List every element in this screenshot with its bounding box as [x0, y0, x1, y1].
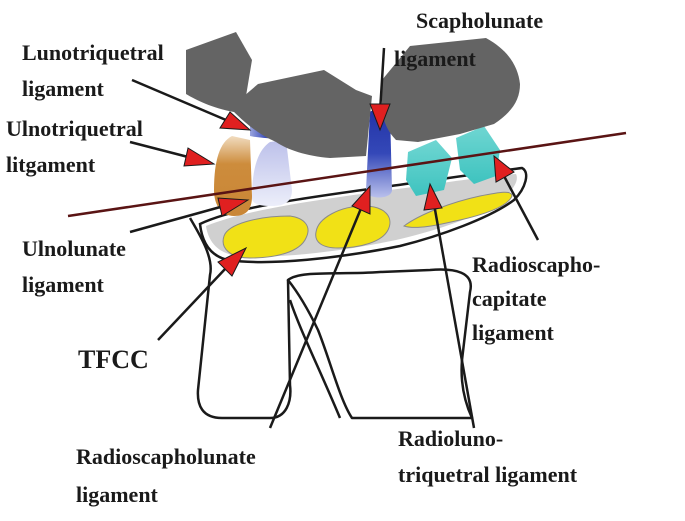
label-ulnotriquetral-line1: Ulnotriquetral: [6, 116, 143, 141]
leader-radioscapholunate: [268, 205, 364, 429]
scaphoid-bone: [382, 38, 520, 142]
scaphoid-fossa: [402, 191, 513, 228]
arrow-head-ulnolunate: [217, 197, 250, 217]
labels: Scapholunate ligament Lunotriquetral lig…: [6, 8, 600, 507]
leader-scapholunate: [378, 47, 386, 113]
arrow-head-radioscaphocapitate: [493, 154, 515, 183]
arrow-head-lunotriquetral: [219, 111, 252, 131]
label-lunotriquetral-line2: ligament: [22, 76, 105, 101]
label-radiolunotriquetral-line2: triquetral ligament: [398, 462, 578, 487]
arrow-head-tfcc: [217, 246, 248, 277]
arrow-head-ulnotriquetral: [183, 147, 216, 167]
forearm-bones-outline: [188, 217, 474, 420]
label-scapholunate-line2: ligament: [394, 46, 477, 71]
leader-radiolunotriquetral: [432, 203, 476, 429]
carpal-bones: [186, 32, 520, 158]
leader-ulnolunate: [129, 204, 225, 234]
leader-lines: [129, 47, 540, 429]
triquetrum-bone: [186, 32, 252, 112]
leader-lunotriquetral: [131, 78, 227, 122]
label-radioscapholunate-line1: Radioscapholunate: [76, 444, 256, 469]
arrow-head-scapholunate: [369, 103, 391, 132]
label-radioscapholunate-line2: ligament: [76, 482, 159, 507]
label-ulnotriquetral-line2: litgament: [6, 152, 96, 177]
arrow-head-radiolunotriquetral: [423, 182, 443, 211]
radius-outline: [286, 268, 474, 420]
leader-tfcc: [157, 267, 227, 341]
ulna-outline: [188, 217, 292, 420]
radioscaphocapitate-ligament-band-1: [406, 140, 452, 196]
articular-surface: [198, 166, 528, 264]
label-scapholunate-line1: Scapholunate: [416, 8, 543, 33]
lunate-bone: [230, 70, 372, 158]
scapholunate-ligament-shape: [366, 109, 392, 198]
label-ulnolunate-line1: Ulnolunate: [22, 236, 126, 261]
ulnolunate-ligament-shape: [252, 140, 292, 206]
leader-radioscaphocapitate: [502, 175, 540, 241]
label-tfcc: TFCC: [78, 345, 149, 374]
arrow-heads: [183, 103, 515, 277]
ulnotriquetral-ligament-shape: [214, 136, 252, 216]
ligaments: [214, 109, 500, 216]
arrow-head-radioscapholunate: [351, 184, 371, 215]
label-ulnolunate-line2: ligament: [22, 272, 105, 297]
label-radiolunotriquetral-line1: Radioluno-: [398, 426, 503, 451]
radius-ridge: [288, 299, 342, 419]
leader-ulnotriquetral: [129, 140, 193, 160]
label-lunotriquetral-line1: Lunotriquetral: [22, 40, 164, 65]
label-radioscaphocapitate-line2: capitate: [472, 286, 547, 311]
label-radioscaphocapitate-line1: Radioscapho-: [472, 252, 600, 277]
label-radioscaphocapitate-line3: ligament: [472, 320, 555, 345]
section-line: [67, 131, 627, 218]
